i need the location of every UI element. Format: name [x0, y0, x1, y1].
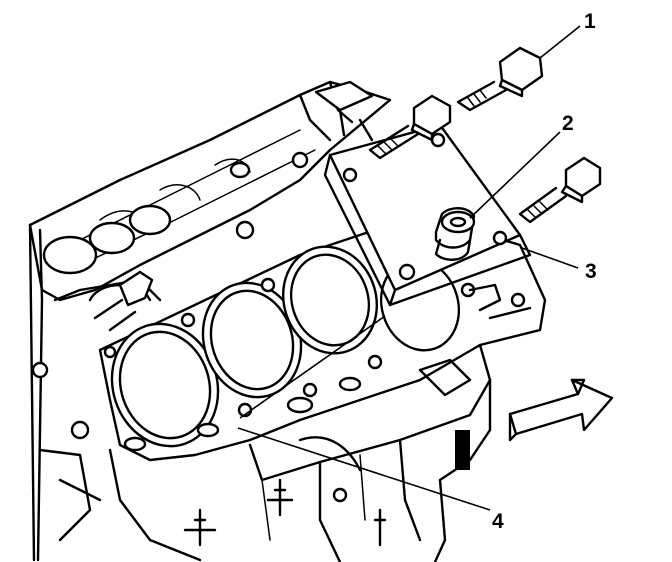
bolt-right	[518, 156, 602, 224]
leader-lines	[237, 25, 581, 511]
leader-line-4a	[237, 427, 491, 511]
mounting-bracket	[323, 123, 532, 307]
direction-arrow-icon	[508, 378, 614, 442]
callout-1: 1	[584, 10, 596, 33]
bolt-upper-right	[456, 46, 544, 112]
bolt-upper-left	[368, 94, 452, 160]
engine-block	[28, 80, 547, 562]
leader-line-4b	[239, 315, 386, 419]
callout-2: 2	[562, 112, 574, 135]
leader-line-1	[539, 25, 581, 59]
leader-line-3	[521, 247, 579, 269]
callout-3: 3	[585, 260, 597, 283]
leader-line-2	[469, 131, 561, 219]
dowel-sleeve	[434, 207, 476, 261]
callout-4: 4	[492, 510, 504, 533]
